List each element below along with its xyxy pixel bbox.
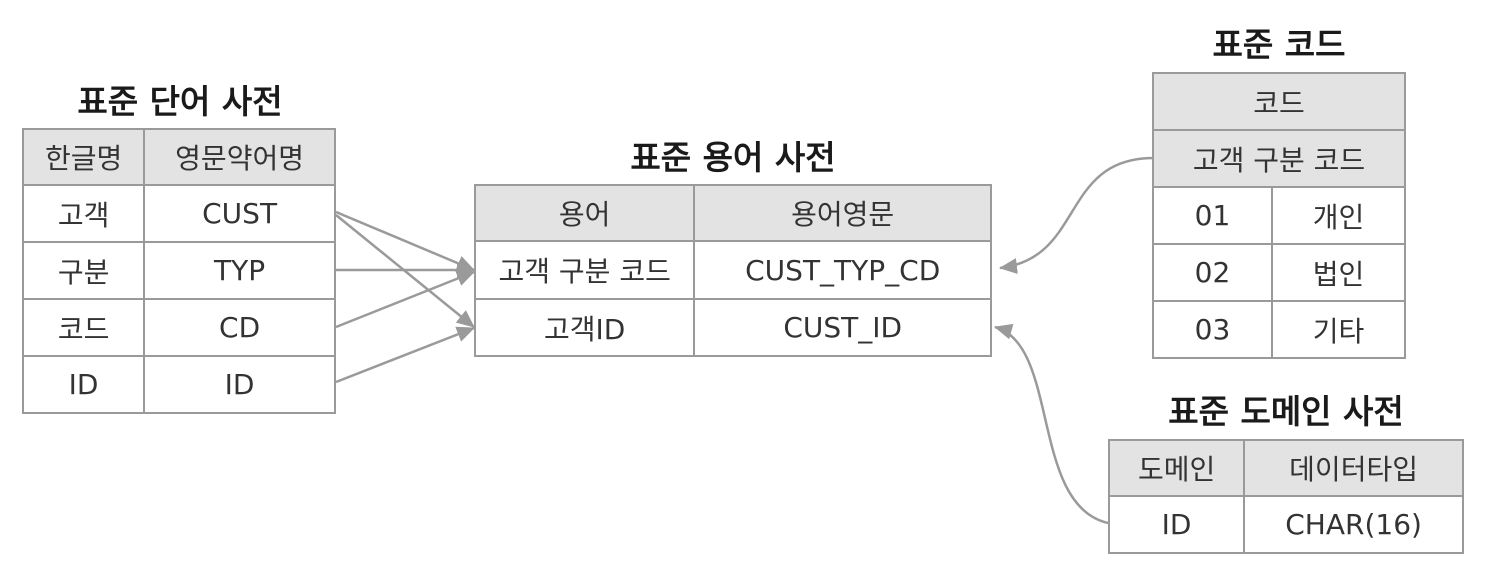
word-dict-cell: 구분 xyxy=(21,241,146,300)
arrow-cust-to-cust-typ-cd xyxy=(335,210,475,272)
code-dict-header: 코드 xyxy=(1152,72,1406,131)
word-dict-cell: 코드 xyxy=(21,298,146,357)
domain-dict-cell: CHAR(16) xyxy=(1243,495,1464,554)
code-dict-cell: 03 xyxy=(1152,300,1273,359)
code-dict-title: 표준 코드 xyxy=(1212,25,1346,64)
code-dict-cell: 02 xyxy=(1152,243,1273,302)
term-dict-cell: 고객ID xyxy=(473,298,696,357)
code-dict-cell: 법인 xyxy=(1270,243,1407,302)
code-dict-table: 코드 고객 구분 코드 01 개인 02 법인 03 기타 xyxy=(1152,72,1407,359)
domain-dict-title: 표준 도메인 사전 xyxy=(1168,392,1404,431)
term-dict-cell: CUST_ID xyxy=(693,298,992,357)
term-dict-title: 표준 용어 사전 xyxy=(630,138,836,177)
domain-dict-table: 도메인 데이터타입 ID CHAR(16) xyxy=(1107,439,1464,554)
code-dict-code-name: 고객 구분 코드 xyxy=(1152,129,1406,188)
term-dict-cell: 고객 구분 코드 xyxy=(473,240,696,300)
word-dict-cell: TYP xyxy=(143,241,336,300)
term-dict-header-english: 용어영문 xyxy=(693,184,992,242)
arrow-id-to-cust-id xyxy=(335,326,475,384)
arrow-cd-to-cust-typ-cd xyxy=(335,270,475,329)
word-dict-header-abbr: 영문약어명 xyxy=(143,128,336,186)
code-dict-cell: 01 xyxy=(1152,186,1273,245)
word-dict-cell: ID xyxy=(21,355,146,414)
word-dict-cell: 고객 xyxy=(21,184,146,243)
term-dict-header-term: 용어 xyxy=(473,184,696,242)
arrow-domain-to-term xyxy=(994,323,1109,525)
word-dict-header-korean: 한글명 xyxy=(21,128,146,186)
domain-dict-cell: ID xyxy=(1107,495,1246,554)
code-dict-cell: 개인 xyxy=(1270,186,1407,245)
word-dict-cell: CUST xyxy=(143,184,336,243)
term-dict-table: 용어 용어영문 고객 구분 코드 CUST_TYP_CD 고객ID CUST_I… xyxy=(473,184,992,357)
code-dict-cell: 기타 xyxy=(1270,300,1407,359)
domain-dict-header-domain: 도메인 xyxy=(1107,439,1246,497)
word-dict-cell: ID xyxy=(143,355,336,414)
arrow-code-to-term xyxy=(999,156,1155,274)
word-dict-table: 한글명 영문약어명 고객 CUST 구분 TYP 코드 CD ID ID xyxy=(21,128,336,414)
arrow-cust-to-cust-id xyxy=(335,214,475,328)
domain-dict-header-datatype: 데이터타입 xyxy=(1243,439,1464,497)
word-dict-title: 표준 단어 사전 xyxy=(77,82,283,121)
term-dict-cell: CUST_TYP_CD xyxy=(693,240,992,300)
word-dict-cell: CD xyxy=(143,298,336,357)
